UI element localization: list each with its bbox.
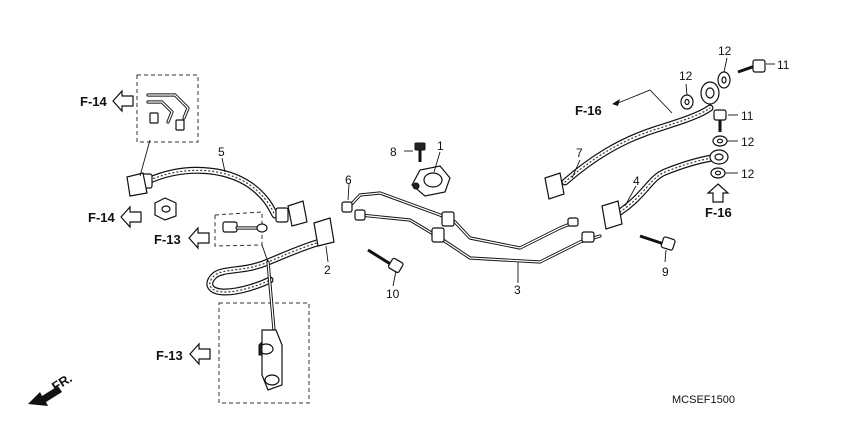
- bolt-8: [414, 142, 426, 162]
- reference-arrow-icon: [189, 342, 211, 366]
- callout-12-top: 12: [718, 44, 732, 58]
- detail-box-bottom: [218, 302, 310, 404]
- washer-12-left: [680, 94, 694, 110]
- svg-text:F-14: F-14: [80, 94, 108, 109]
- bolt-10: [367, 248, 404, 274]
- hose-4: [616, 154, 716, 216]
- reference-arrow-icon: [112, 89, 134, 113]
- fitting-detail-mid: [222, 221, 268, 233]
- diagram-code: MCSEF1500: [672, 394, 735, 406]
- callout-12-left: 12: [679, 69, 693, 83]
- reference-arrow-icon: [612, 99, 620, 106]
- ref-f13-bottom: F-13: [156, 342, 211, 366]
- callout-4: 4: [633, 174, 640, 188]
- callout-8: 8: [390, 145, 397, 159]
- svg-text:F-14: F-14: [88, 210, 116, 225]
- washer-12-top: [717, 71, 731, 89]
- svg-text:F-13: F-13: [154, 232, 181, 247]
- bolt-9: [639, 234, 676, 251]
- callout-12-low: 12: [741, 167, 755, 181]
- callout-11-top: 11: [777, 58, 790, 72]
- banjo-fitting-top: [700, 81, 720, 105]
- ref-f16-right: F-16: [705, 183, 732, 220]
- pipe-ends-detail: [146, 93, 190, 131]
- bolt-11-mid: [713, 109, 727, 132]
- grommet-left: [154, 197, 177, 221]
- callout-10: 10: [386, 287, 400, 301]
- reference-arrow-icon: [120, 205, 142, 229]
- pipe-3: [346, 191, 602, 264]
- callout-9: 9: [662, 265, 669, 279]
- svg-text:F-16: F-16: [575, 103, 602, 118]
- clamp-blocks: [126, 172, 623, 247]
- front-direction-indicator: FR.: [28, 370, 75, 406]
- ref-f16-top: F-16: [575, 99, 620, 118]
- bolt-11-top: [737, 59, 766, 74]
- hose-2: [206, 238, 324, 296]
- callout-11-mid: 11: [741, 109, 754, 123]
- detail-box-top-left: [136, 74, 199, 143]
- clamp-1: [411, 165, 451, 197]
- ref-f14-top: F-14: [80, 89, 134, 113]
- callout-5: 5: [218, 145, 225, 159]
- washer-12-low: [710, 167, 726, 179]
- leader-lines: [221, 57, 775, 287]
- svg-text:F-16: F-16: [705, 205, 732, 220]
- callout-6: 6: [345, 173, 352, 187]
- pipe-joints: [139, 173, 595, 243]
- ref-f14-mid: F-14: [88, 205, 142, 229]
- banjo-fitting-mid: [709, 149, 729, 165]
- reference-arrow-icon: [188, 226, 210, 250]
- hose-5: [146, 166, 279, 219]
- bracket-detail-bottom: [258, 329, 283, 391]
- svg-text:F-13: F-13: [156, 348, 183, 363]
- hose-7: [561, 104, 714, 186]
- reference-arrow-icon: [706, 183, 730, 203]
- washer-12-mid: [712, 135, 728, 147]
- front-direction-arrow-icon: [28, 386, 62, 406]
- callout-3: 3: [514, 283, 521, 297]
- ref-f13-mid: F-13: [154, 226, 210, 250]
- callout-2: 2: [324, 263, 331, 277]
- callout-1: 1: [437, 139, 444, 153]
- callout-7: 7: [576, 146, 583, 160]
- callout-12-mid: 12: [741, 135, 755, 149]
